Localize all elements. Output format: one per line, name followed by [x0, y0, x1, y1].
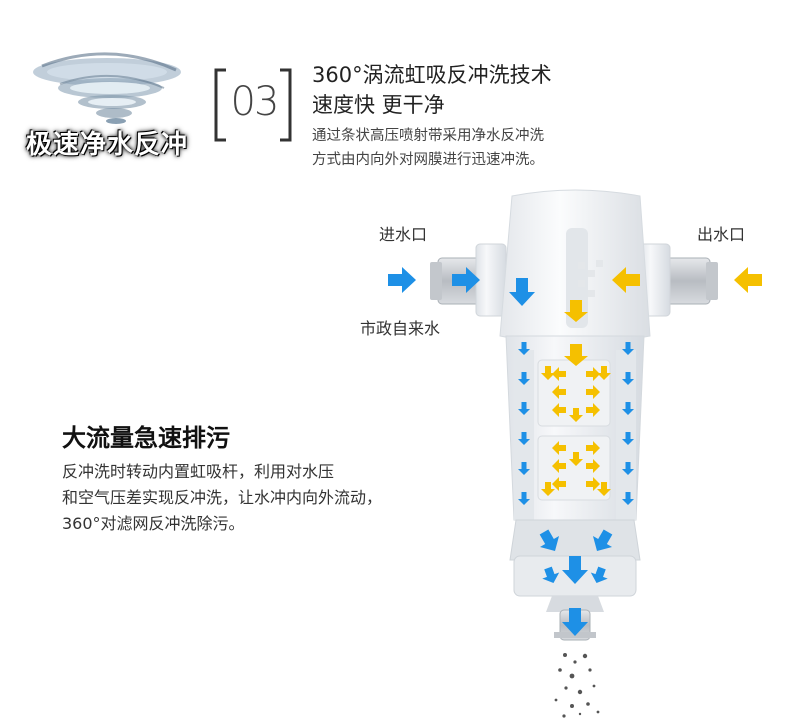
label-outlet: 出水口 — [697, 225, 746, 244]
badge-title: 极速净水反冲 — [25, 130, 188, 160]
heading-title: 360°涡流虹吸反冲洗技术 — [312, 63, 552, 87]
feature-description-line: 360°对滤网反冲洗除污。 — [62, 514, 245, 533]
feature-title: 大流量急速排污 — [62, 424, 230, 452]
label-municipal-water: 市政自来水 — [360, 319, 441, 338]
step-number: 03 — [230, 79, 280, 125]
tornado-icon — [33, 52, 181, 124]
heading-description-line: 通过条状高压喷射带采用净水反冲洗 — [312, 128, 544, 144]
label-inlet: 进水口 — [379, 225, 428, 244]
step-bracket — [214, 68, 292, 142]
feature-description-line: 反冲洗时转动内置虹吸杆，利用对水压 — [62, 462, 335, 481]
feature-description-line: 和空气压差实现反冲洗，让水冲内向外流动， — [62, 488, 383, 507]
heading-subtitle: 速度快 更干净 — [312, 93, 445, 117]
heading-description-line: 方式由内向外对网膜进行迅速冲洗。 — [312, 152, 544, 168]
